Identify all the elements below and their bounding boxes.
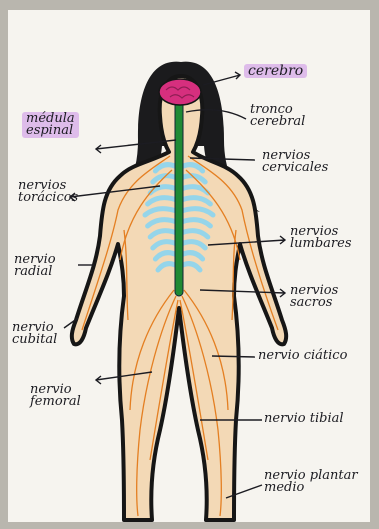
label-nervios-toracicos: nervios torácicos bbox=[18, 180, 78, 204]
label-nervios-sacros: nervios sacros bbox=[290, 285, 338, 309]
label-nervio-radial: nervio radial bbox=[14, 254, 56, 278]
arrow-ciatico bbox=[212, 356, 255, 357]
brain bbox=[159, 79, 201, 105]
label-cerebro: cerebro bbox=[244, 64, 307, 78]
label-nervio-ciatico: nervio ciático bbox=[258, 350, 347, 362]
label-nervio-cubital: nervio cubital bbox=[12, 322, 57, 346]
label-nervios-cervicales: nervios cervicales bbox=[262, 150, 328, 174]
label-nervio-femoral: nervio femoral bbox=[30, 384, 81, 408]
label-nervio-plantar-medio: nervio plantar medio bbox=[264, 470, 358, 494]
label-medula-espinal: médula espinal bbox=[22, 112, 79, 138]
label-nervio-tibial: nervio tibial bbox=[264, 413, 344, 425]
spinal-cord bbox=[175, 96, 183, 296]
label-nervios-lumbares: nervios lumbares bbox=[290, 226, 352, 250]
label-tronco-cerebral: tronco cerebral bbox=[250, 104, 305, 128]
